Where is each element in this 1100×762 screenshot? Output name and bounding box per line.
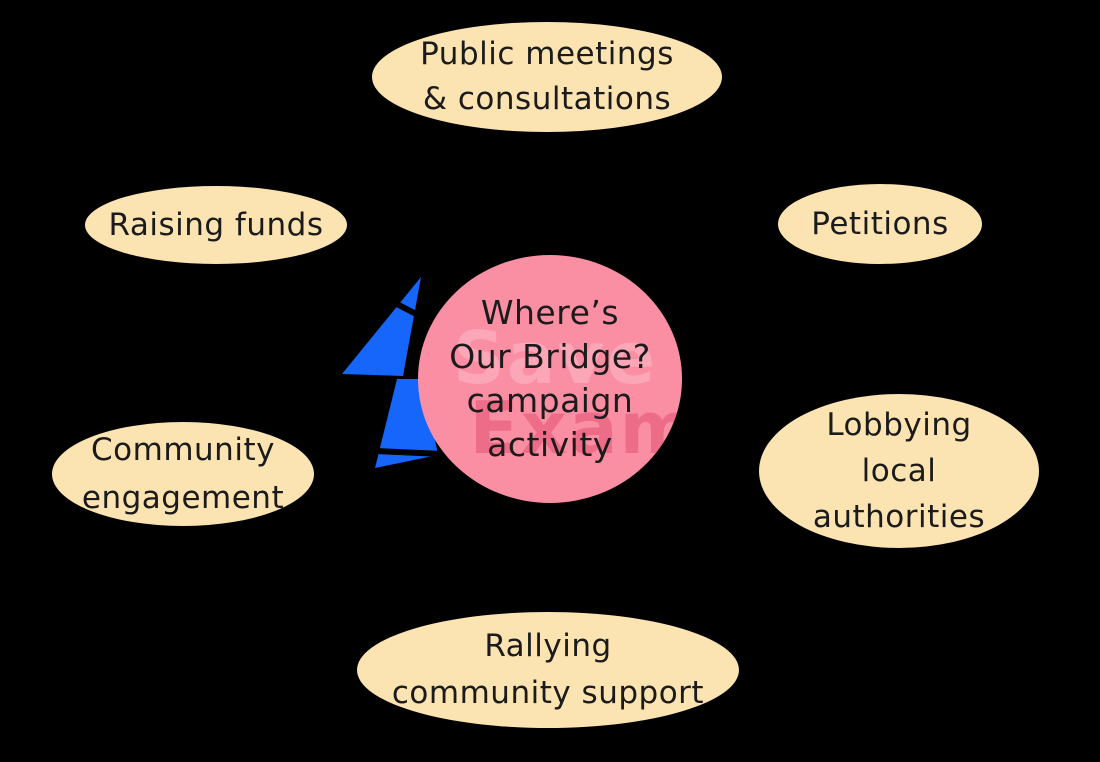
bubble-line: & consultations [422,81,672,117]
lightning-bolt-icon [342,277,443,468]
bubble-line: Rallying [484,628,612,664]
bubble-line: Lobbying [826,407,972,443]
bubble-line: Public meetings [420,36,674,72]
bubble-lobbying-local-authorities: Lobbying local authorities [759,394,1039,548]
bubble-public-meetings-consultations: Public meetings & consultations [372,22,722,132]
bubble-petitions: Petitions [778,184,982,264]
bubble-raising-funds: Raising funds [85,186,347,264]
bubble-line: Community [91,432,275,468]
center-line: campaign [466,381,634,420]
center-node-campaign-activity: Save M Exams Where’s Our Bridge? campaig… [418,255,682,503]
bubble-line: local [861,453,937,489]
bubble-rallying-community-support: Rallying community support [357,612,739,728]
center-line: Our Bridge? [449,337,651,376]
bubble-line: Petitions [811,206,949,242]
bubble-line: Raising funds [108,207,324,243]
center-node-label: Where’s Our Bridge? campaign activity [449,291,651,467]
bubble-line: authorities [812,499,986,535]
center-line: Where’s [480,293,620,332]
bubble-line: community support [391,675,705,711]
bubble-community-engagement: Community engagement [52,422,314,526]
bubble-line: engagement [81,480,285,516]
center-line: activity [487,425,613,464]
